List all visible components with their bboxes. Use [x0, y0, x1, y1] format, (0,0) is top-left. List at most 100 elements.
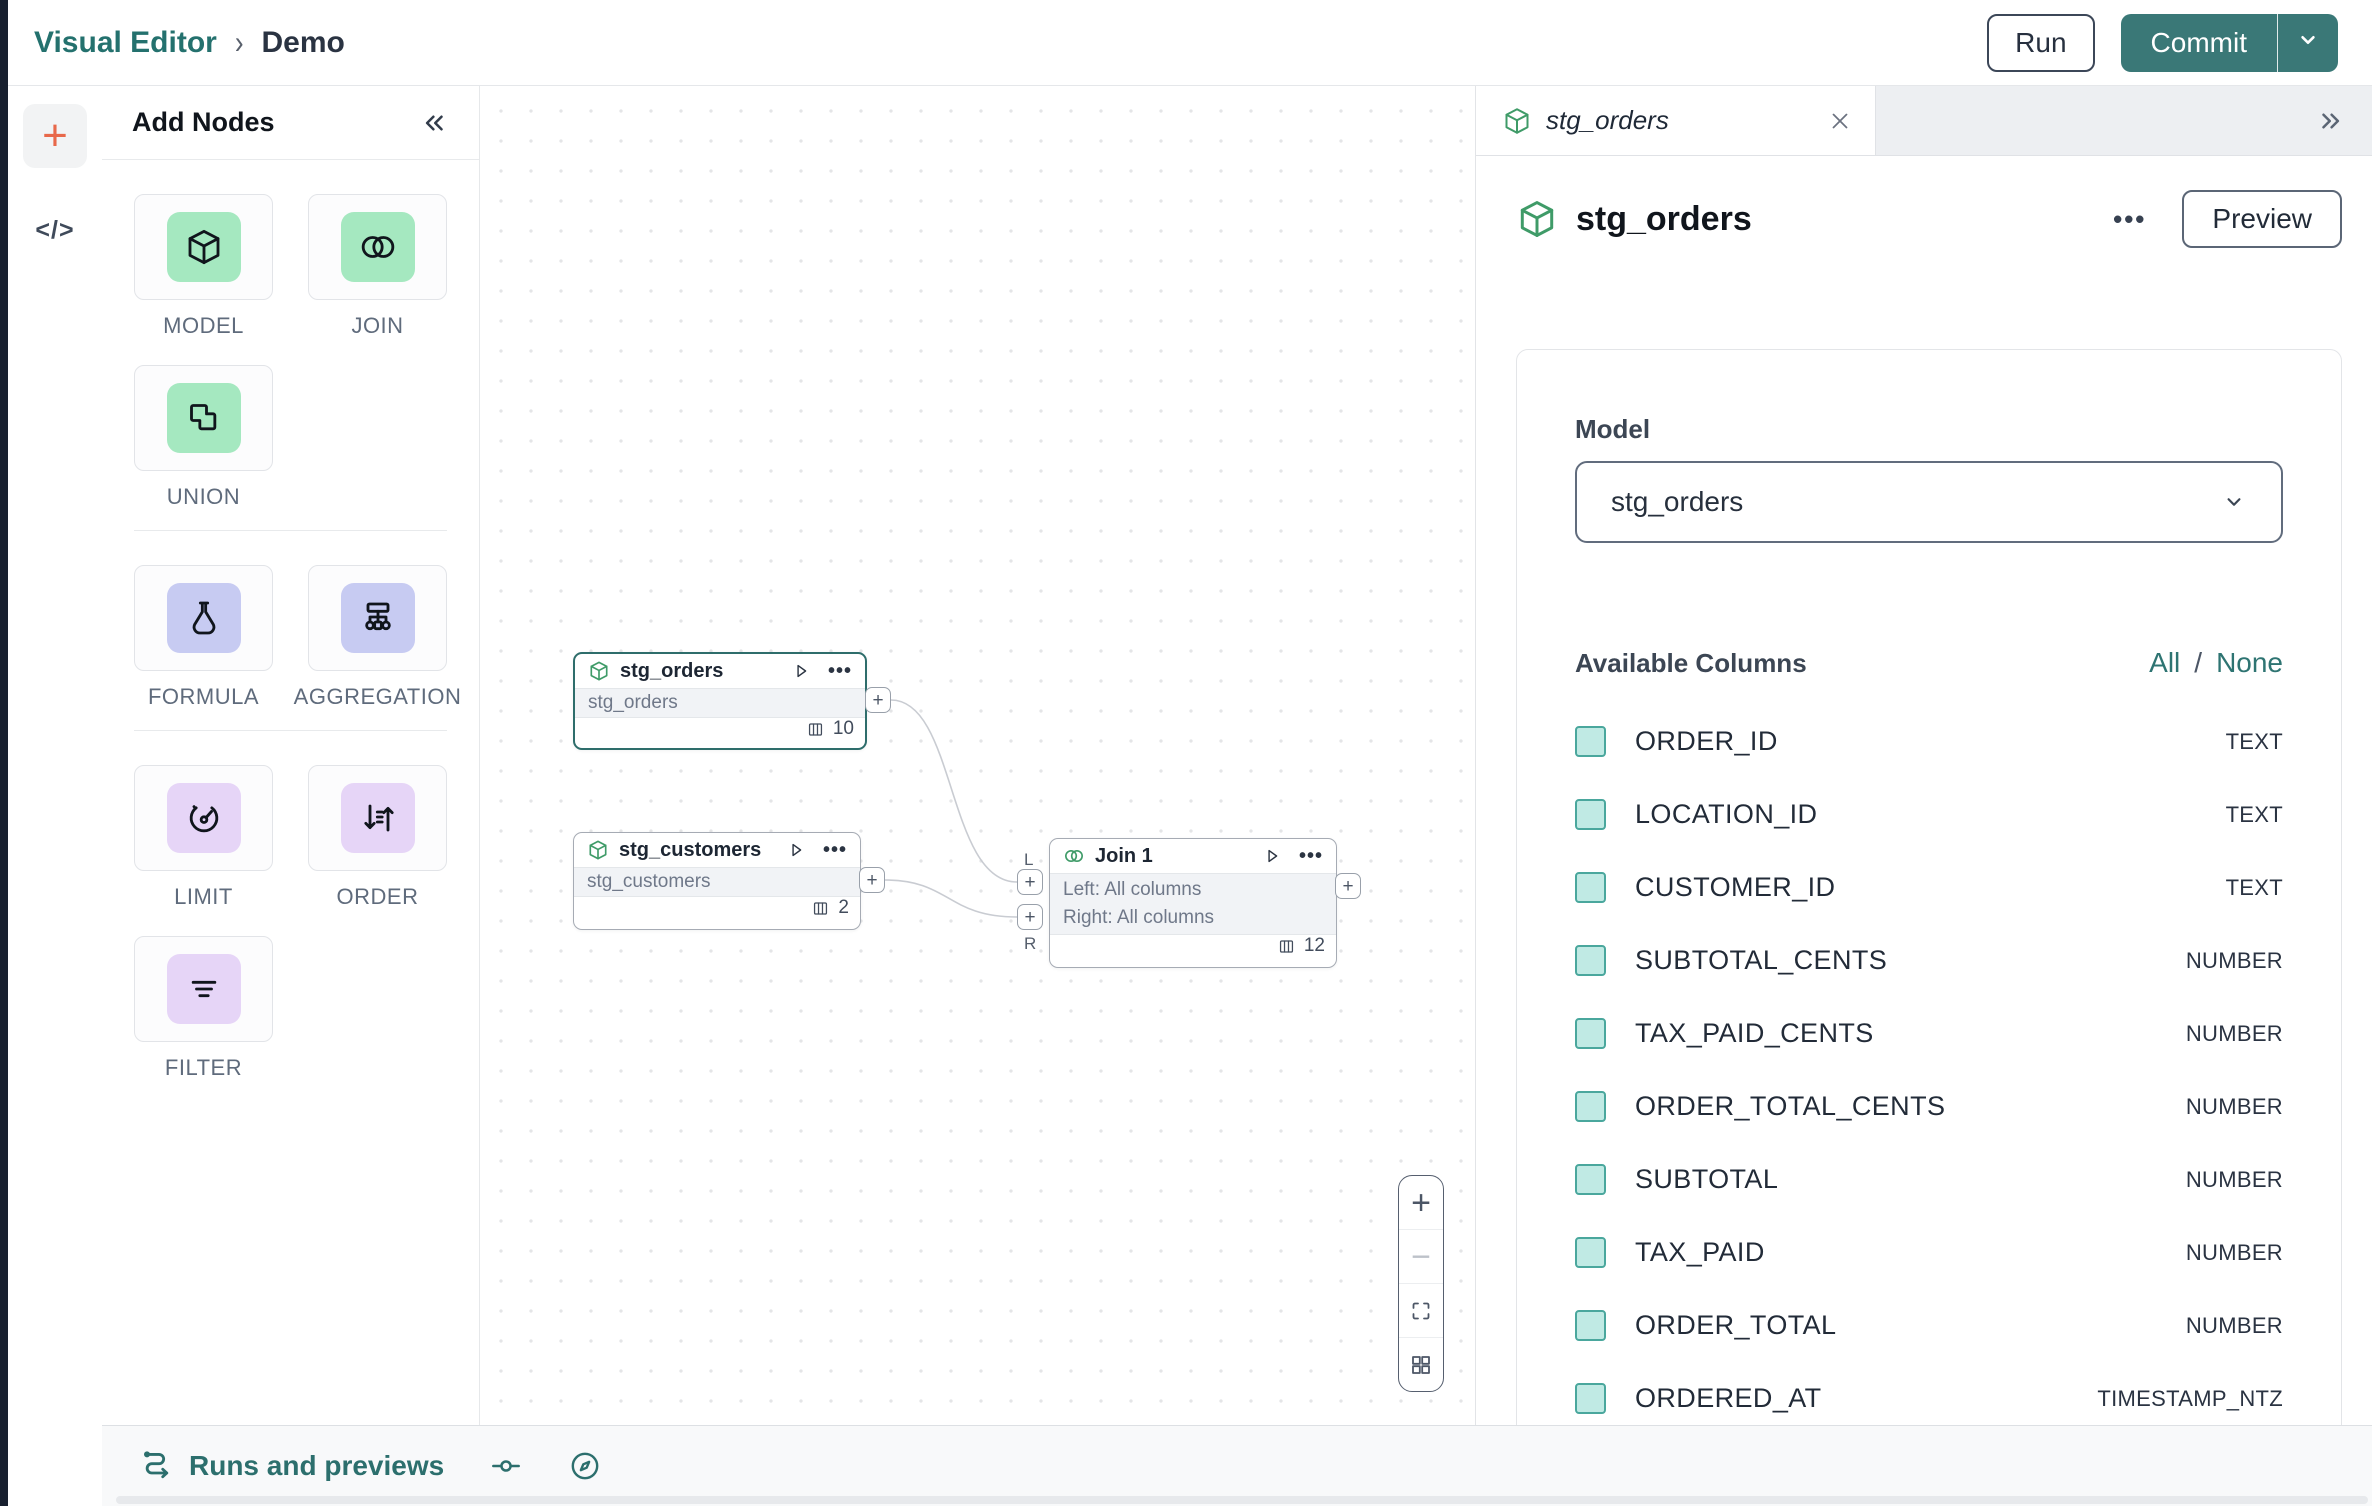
node-tile-union[interactable]: UNION: [134, 365, 273, 510]
add-nodes-title: Add Nodes: [132, 107, 275, 137]
tile-label: UNION: [166, 484, 241, 509]
breadcrumb-root-link[interactable]: Visual Editor: [34, 25, 217, 59]
run-button[interactable]: Run: [1987, 13, 2095, 72]
add-node-rail-button[interactable]: +: [23, 104, 87, 168]
column-name: LOCATION_ID: [1635, 799, 1818, 829]
commit-node-button[interactable]: [490, 1450, 522, 1482]
column-type: NUMBER: [2185, 1239, 2283, 1265]
output-handle-stg_customers[interactable]: +: [859, 867, 885, 893]
run-node-button[interactable]: [1262, 846, 1282, 866]
flask-icon: [192, 601, 215, 635]
column-name: SUBTOTAL_CENTS: [1635, 945, 1888, 975]
node-tile-limit[interactable]: LIMIT: [134, 765, 273, 910]
zoom-in-button[interactable]: +: [1399, 1176, 1443, 1229]
sitemap-icon: [364, 602, 391, 631]
compass-button[interactable]: [568, 1449, 602, 1483]
node-footer: 12: [1050, 935, 1336, 957]
column-type: NUMBER: [2185, 1166, 2283, 1192]
input-handle-R-join_1[interactable]: +: [1017, 904, 1043, 930]
tile-label: MODEL: [163, 313, 244, 338]
column-row-tax_paid: TAX_PAID NUMBER: [1575, 1216, 2283, 1289]
collapse-panel-button[interactable]: [419, 108, 449, 138]
zoom-out-button[interactable]: −: [1399, 1229, 1443, 1283]
output-handle-join_1[interactable]: +: [1335, 873, 1361, 899]
node-tile-formula[interactable]: FORMULA: [134, 565, 273, 710]
run-node-button[interactable]: [791, 661, 811, 681]
column-checkbox[interactable]: [1575, 726, 1606, 757]
column-name: ORDER_ID: [1635, 726, 1778, 756]
node-tile-order[interactable]: ORDER: [308, 765, 447, 910]
column-row-location_id: LOCATION_ID TEXT: [1575, 778, 2283, 851]
node-body: stg_customers: [574, 867, 860, 897]
chevrons-left-icon: [425, 115, 443, 130]
port-label-L: L: [1024, 850, 1034, 869]
column-checkbox[interactable]: [1575, 1091, 1606, 1122]
inspector-header: stg_orders ••• Preview: [1516, 190, 2342, 248]
expand-panel-button[interactable]: [2316, 106, 2372, 136]
breadcrumb-separator: ›: [234, 23, 244, 61]
node-tile-filter[interactable]: FILTER: [134, 936, 273, 1081]
add-nodes-header: Add Nodes: [102, 86, 479, 160]
run-node-button[interactable]: [786, 840, 806, 860]
fit-icon: [1412, 1302, 1430, 1319]
node-menu-button[interactable]: •••: [822, 839, 847, 861]
commit-dropdown-button[interactable]: [2277, 13, 2338, 72]
select-none-link[interactable]: None: [2216, 647, 2283, 678]
fit-view-button[interactable]: [1399, 1283, 1443, 1337]
model-select[interactable]: stg_orders: [1575, 461, 2283, 543]
column-type: NUMBER: [2185, 1093, 2283, 1119]
node-tile-model[interactable]: MODEL: [134, 194, 273, 339]
model-cube-icon: [1502, 106, 1532, 136]
column-checkbox[interactable]: [1575, 1383, 1606, 1414]
filter-lines-icon: [191, 980, 216, 998]
cube-icon: [1520, 201, 1554, 237]
node-menu-button[interactable]: •••: [1298, 845, 1323, 867]
play-icon: [1268, 849, 1278, 863]
tab-stg-orders[interactable]: stg_orders: [1476, 86, 1876, 155]
column-checkbox[interactable]: [1575, 1310, 1606, 1341]
column-checkbox[interactable]: [1575, 872, 1606, 903]
preview-button[interactable]: Preview: [2182, 190, 2342, 248]
select-all-link[interactable]: All: [2149, 647, 2181, 678]
horizontal-scrollbar[interactable]: [116, 1496, 2368, 1504]
column-checkbox[interactable]: [1575, 1237, 1606, 1268]
union-icon: [189, 404, 216, 431]
node-header: Join 1•••: [1050, 839, 1336, 873]
node-config-card: Model stg_orders Available Columns All /…: [1516, 349, 2342, 1506]
column-checkbox[interactable]: [1575, 1018, 1606, 1049]
column-checkbox[interactable]: [1575, 799, 1606, 830]
node-title: stg_customers: [619, 838, 762, 861]
column-checkbox[interactable]: [1575, 945, 1606, 976]
node-header: stg_customers •••: [574, 833, 860, 867]
code-view-button[interactable]: </>: [35, 216, 74, 245]
column-checkbox[interactable]: [1575, 1164, 1606, 1195]
overflow-menu-button[interactable]: •••: [2113, 203, 2147, 234]
layout-grid-button[interactable]: [1399, 1337, 1443, 1391]
output-handle-stg_orders[interactable]: +: [865, 687, 891, 713]
zoom-out-icon: −: [1411, 1237, 1431, 1276]
commit-button[interactable]: Commit: [2150, 26, 2247, 58]
runs-and-previews-button[interactable]: Runs and previews: [138, 1446, 444, 1487]
close-icon[interactable]: [1827, 108, 1853, 134]
node-menu-button[interactable]: •••: [827, 660, 852, 682]
column-type: NUMBER: [2185, 947, 2283, 973]
column-name: TAX_PAID: [1635, 1237, 1765, 1267]
column-type: TEXT: [2225, 801, 2283, 827]
node-tile-join[interactable]: JOIN: [308, 194, 447, 339]
node-tile-aggregation[interactable]: AGGREGATION: [294, 565, 461, 710]
top-bar: Visual Editor › Demo Run Commit: [8, 0, 2372, 86]
input-handle-L-join_1[interactable]: +: [1017, 869, 1043, 895]
runs-and-previews-label: Runs and previews: [189, 1450, 445, 1481]
chevron-down-icon: [2295, 27, 2321, 58]
zoom-in-icon: +: [1411, 1183, 1431, 1222]
